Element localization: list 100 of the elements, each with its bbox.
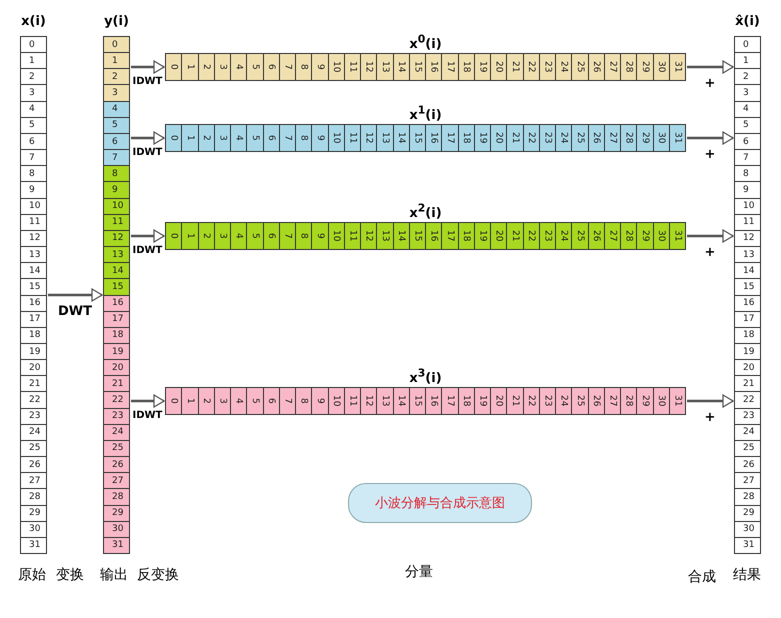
index-cell: 2 (735, 69, 760, 86)
index-cell: 11 (344, 125, 361, 151)
index-cell: 16 (21, 296, 46, 312)
index-cell: 11 (21, 214, 46, 231)
index-cell: 27 (604, 388, 621, 414)
index-cell: 25 (572, 54, 588, 80)
index-cell: 18 (458, 54, 475, 80)
array-label: x(i) (21, 14, 46, 29)
index-cell: 4 (231, 54, 248, 80)
index-cell: 8 (296, 388, 312, 414)
index-cell: 5 (21, 118, 46, 134)
index-cell: 31 (670, 388, 685, 414)
index-cell: 30 (654, 54, 670, 80)
index-cell: 16 (735, 296, 760, 312)
index-cell: 14 (394, 54, 410, 80)
index-cell: 4 (231, 125, 248, 151)
caption-text: 合成 (688, 568, 716, 586)
index-cell: 24 (556, 223, 572, 249)
edge-label: IDWT (132, 410, 164, 421)
index-cell: 7 (21, 150, 46, 166)
index-cell: 12 (361, 125, 378, 151)
index-cell: 28 (104, 489, 129, 506)
index-cell: 0 (21, 37, 46, 54)
index-cell: 30 (735, 522, 760, 538)
index-cell: 11 (344, 54, 361, 80)
index-cell: 21 (507, 125, 524, 151)
index-cell: 11 (344, 388, 361, 414)
array-label: x$^{3}$(i) (409, 371, 442, 386)
index-cell: 11 (104, 214, 129, 231)
array-label: x$^{0}$(i) (409, 37, 442, 52)
index-cell: 28 (621, 125, 638, 151)
index-cell: 19 (474, 223, 491, 249)
index-cell: 15 (410, 388, 426, 414)
array-label: x$^{2}$(i) (409, 206, 442, 222)
index-cell: 12 (104, 230, 129, 248)
index-cell: 10 (328, 388, 345, 414)
index-cell: 5 (247, 125, 264, 151)
index-cell: 22 (735, 392, 760, 409)
index-cell: 29 (735, 506, 760, 522)
index-cell: 18 (104, 328, 129, 344)
index-cell: 16 (426, 388, 442, 414)
index-cell: 20 (491, 54, 508, 80)
index-cell: 22 (524, 54, 540, 80)
index-cell: 10 (328, 125, 345, 151)
index-cell: 15 (410, 125, 426, 151)
index-cell: 12 (21, 230, 46, 248)
index-cell: 28 (21, 489, 46, 506)
index-cell: 24 (556, 54, 572, 80)
index-cell: 29 (21, 506, 46, 522)
index-cell: 1 (182, 388, 198, 414)
index-cell: 9 (312, 388, 328, 414)
index-cell: 30 (21, 522, 46, 538)
index-cell: 28 (621, 54, 638, 80)
index-cell: 5 (247, 388, 264, 414)
edge-label: IDWT (132, 76, 164, 87)
index-cell: 10 (328, 54, 345, 80)
index-cell: 6 (264, 125, 280, 151)
index-cell: 27 (104, 473, 129, 490)
index-cell: 13 (21, 247, 46, 264)
index-cell: 10 (328, 223, 345, 249)
index-cell: 7 (280, 125, 296, 151)
index-cell: 19 (21, 344, 46, 360)
index-cell: 17 (442, 125, 458, 151)
index-cell: 24 (104, 424, 129, 441)
index-cell: 2 (104, 69, 129, 86)
index-cell: 14 (21, 263, 46, 280)
index-cell: 9 (21, 182, 46, 199)
index-cell: 30 (654, 223, 670, 249)
index-cell: 23 (735, 408, 760, 425)
index-cell: 21 (735, 376, 760, 392)
index-cell: 23 (540, 223, 556, 249)
index-cell: 12 (361, 388, 378, 414)
index-cell: 19 (474, 125, 491, 151)
index-cell: 1 (104, 53, 129, 70)
index-cell: 20 (104, 360, 129, 376)
index-cell: 1 (735, 53, 760, 70)
index-cell: 13 (377, 125, 394, 151)
index-cell: 28 (735, 489, 760, 506)
index-cell: 30 (654, 125, 670, 151)
index-cell: 17 (442, 388, 458, 414)
index-cell: 20 (491, 223, 508, 249)
index-cell: 31 (670, 125, 685, 151)
index-cell: 13 (735, 247, 760, 264)
index-cell: 21 (507, 388, 524, 414)
arrow (687, 131, 734, 145)
index-cell: 15 (21, 279, 46, 296)
index-cell: 16 (104, 296, 129, 312)
edge-label: IDWT (132, 245, 164, 256)
index-cell: 0 (166, 223, 182, 249)
index-cell: 26 (21, 457, 46, 474)
caption-text: 变换 (56, 566, 84, 584)
index-cell: 25 (21, 440, 46, 458)
index-cell: 29 (637, 54, 654, 80)
index-cell: 6 (735, 134, 760, 150)
index-cell: 17 (442, 223, 458, 249)
index-cell: 31 (21, 538, 46, 553)
index-cell: 14 (394, 223, 410, 249)
arrow (687, 229, 734, 243)
index-cell: 8 (296, 125, 312, 151)
index-cell: 6 (264, 54, 280, 80)
